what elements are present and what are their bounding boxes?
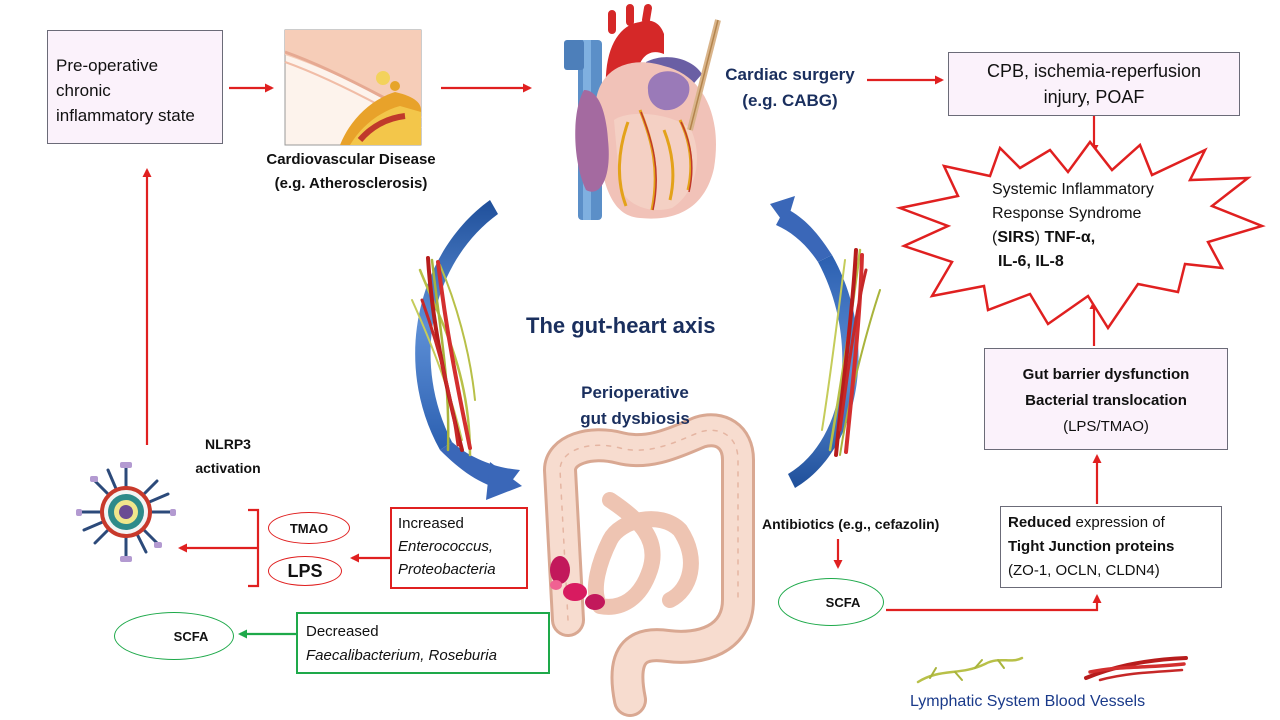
surgery-text: Cardiac surgery (e.g. CABG) xyxy=(708,62,872,114)
dysbiosis-line1: Perioperative xyxy=(581,383,689,402)
inflamed-patches xyxy=(550,556,605,610)
sirs-line3: (SIRS) TNF-α, xyxy=(992,229,1096,246)
tmao-label: TMAO xyxy=(289,520,329,536)
barrier-line2: Bacterial translocation xyxy=(1025,392,1187,409)
vessel-bundle-right xyxy=(821,248,881,457)
cpb-box xyxy=(948,52,1240,116)
cvd-text: Cardiovascular Disease (e.g. Atheroscler… xyxy=(246,148,456,196)
increased-line1: Increased xyxy=(398,515,464,532)
sirs-line1: Systemic Inflammatory xyxy=(992,181,1154,198)
legend-text: Lymphatic System Blood Vessels xyxy=(910,692,1145,712)
decreased-line1: Decreased xyxy=(306,623,379,640)
barrier-line3: (LPS/TMAO) xyxy=(1063,418,1149,435)
scfa-oval-right: SCFA xyxy=(778,578,884,626)
barrier-text: Gut barrier dysfunction Bacterial transl… xyxy=(984,362,1228,440)
sirs-text: Systemic Inflammatory Response Syndrome … xyxy=(992,178,1154,274)
barrier-line1: Gut barrier dysfunction xyxy=(1022,366,1190,383)
preop-line2: chronic xyxy=(56,81,111,100)
increased-line2: Enterococcus, xyxy=(398,538,494,555)
decreased-bacteria-box xyxy=(296,612,550,674)
dysbiosis-line2: gut dysbiosis xyxy=(580,409,690,428)
cpb-line1: CPB, ischemia-reperfusion xyxy=(986,61,1202,81)
decreased-line2: Faecalibacterium, Roseburia xyxy=(306,647,497,664)
legend-blood-icon xyxy=(1084,656,1188,682)
tight-line3: (ZO-1, OCLN, CLDN4) xyxy=(1008,562,1160,579)
scfa-label-right: SCFA xyxy=(825,594,861,610)
tight-text: Reduced expression of Tight Junction pro… xyxy=(1008,511,1174,583)
red-connectors xyxy=(142,75,1102,612)
tight-line2: Tight Junction proteins xyxy=(1008,538,1175,555)
surgery-line1: Cardiac surgery xyxy=(725,65,855,84)
legend-blood-label: Blood Vessels xyxy=(1044,693,1146,710)
blue-cycle-arrow-left xyxy=(415,200,522,500)
scfa-oval-left: SCFA xyxy=(114,612,234,660)
sirs-starburst xyxy=(895,139,1266,331)
nlrp3-line2: activation xyxy=(195,460,261,476)
antibiotics-text: Antibiotics (e.g., cefazolin) xyxy=(762,516,940,532)
preop-line1: Pre-operative xyxy=(56,56,159,75)
nlrp3-text: NLRP3 activation xyxy=(178,432,278,480)
heart-illustration xyxy=(564,4,721,220)
barrier-box xyxy=(984,348,1228,450)
sirs-line2: Response Syndrome xyxy=(992,205,1142,222)
intestine-illustration xyxy=(543,413,755,717)
lps-label: LPS xyxy=(287,560,323,581)
increased-bacteria-box xyxy=(390,507,528,589)
legend-lymphatic-icon xyxy=(916,656,1024,684)
cpb-text: CPB, ischemia-reperfusion injury, POAF xyxy=(948,58,1240,110)
preop-state-box xyxy=(47,30,223,144)
surgery-line2: (e.g. CABG) xyxy=(742,91,838,110)
scfa-label-left: SCFA xyxy=(173,628,209,644)
artery-cross-section-image xyxy=(284,29,422,146)
preop-text: Pre-operative chronic inflammatory state xyxy=(56,53,195,128)
diagram-title: The gut-heart axis xyxy=(526,313,716,338)
tight-line1: Reduced expression of xyxy=(1008,514,1165,531)
sirs-line4: IL-6, IL-8 xyxy=(998,253,1064,270)
increased-line3: Proteobacteria xyxy=(398,561,496,578)
decreased-text: Decreased Faecalibacterium, Roseburia xyxy=(306,620,497,668)
preop-line3: inflammatory state xyxy=(56,106,195,125)
cvd-line2: (e.g. Atherosclerosis) xyxy=(274,175,428,192)
cpb-line2: injury, POAF xyxy=(1043,87,1145,107)
dysbiosis-text: Perioperative gut dysbiosis xyxy=(560,380,710,432)
legend-lymph-label: Lymphatic System xyxy=(910,693,1041,710)
tmao-oval: TMAO xyxy=(268,512,350,544)
cvd-line1: Cardiovascular Disease xyxy=(266,151,436,168)
increased-text: Increased Enterococcus, Proteobacteria xyxy=(398,512,496,581)
inflammasome-illustration xyxy=(76,462,176,562)
lps-oval: LPS xyxy=(268,556,342,586)
tight-junction-box xyxy=(1000,506,1222,588)
nlrp3-line1: NLRP3 xyxy=(205,436,251,452)
vessel-bundle-left xyxy=(411,256,476,457)
